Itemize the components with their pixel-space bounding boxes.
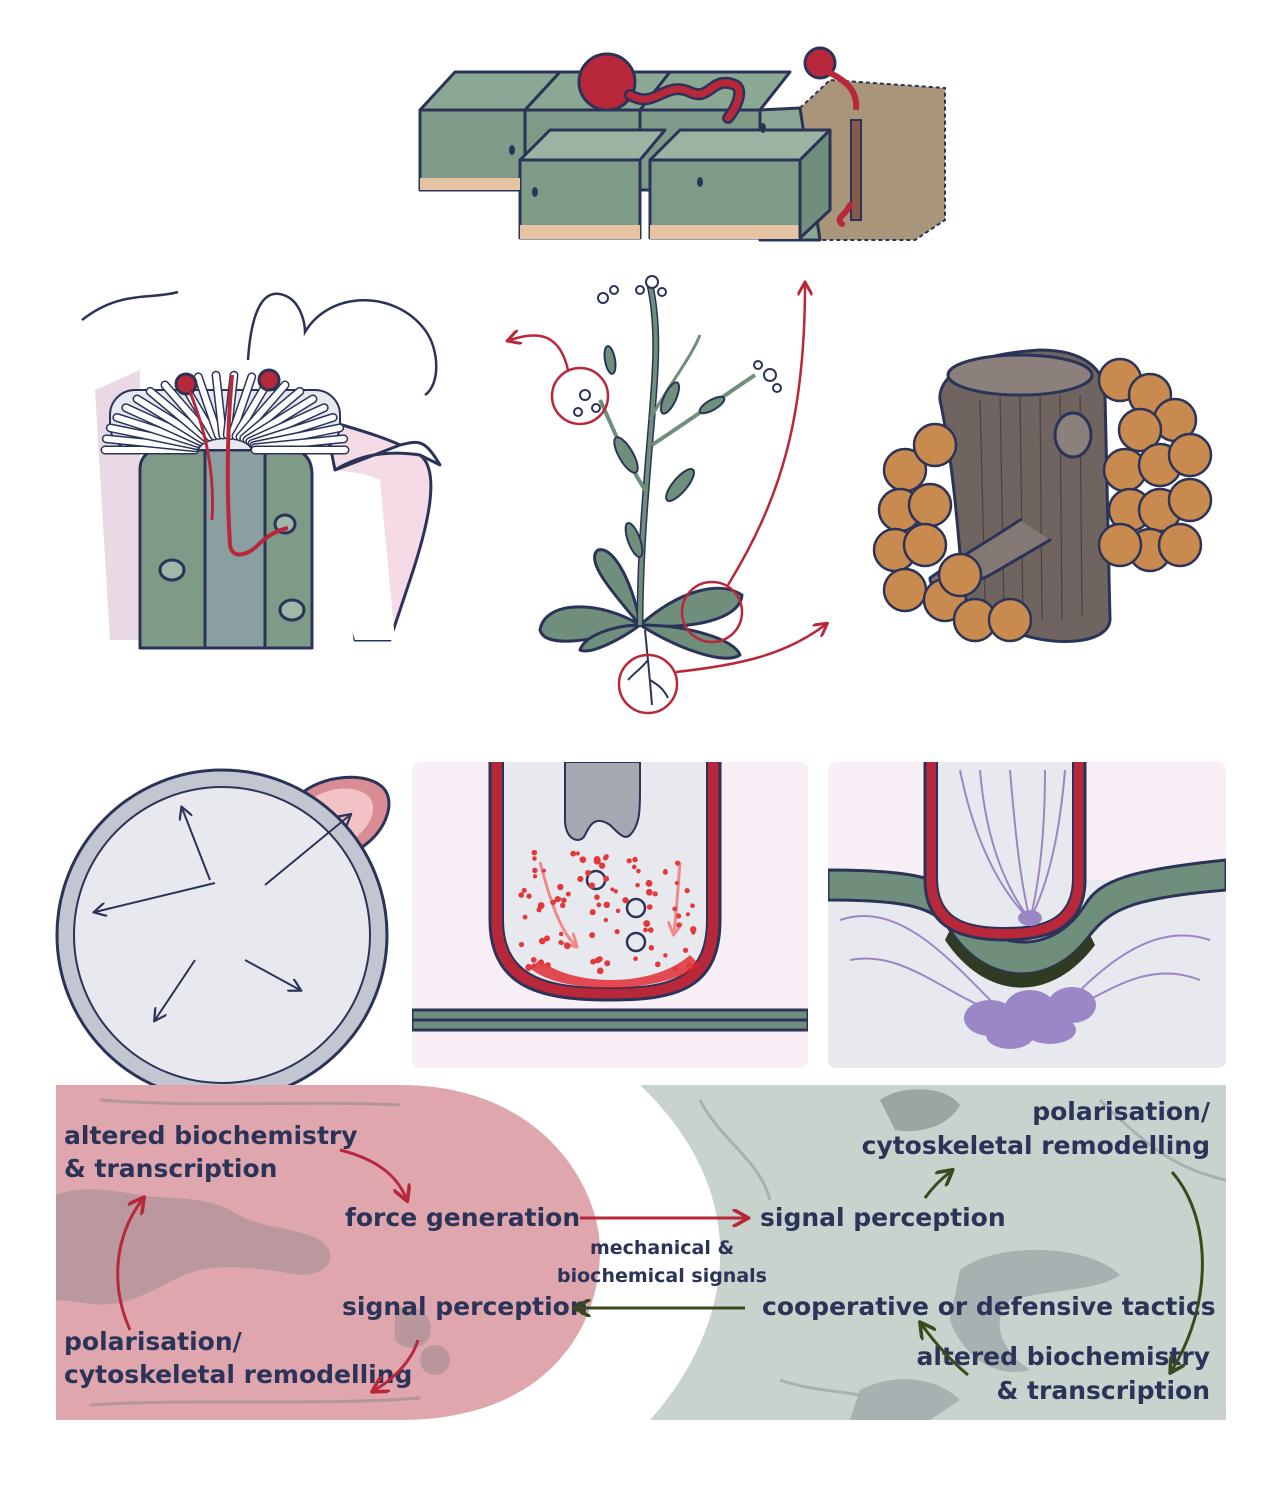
host-cell-shape [640, 1085, 1226, 1420]
fungal-spore-cluster [872, 357, 1213, 643]
right-top-label-line1: polarisation/ [1032, 1097, 1211, 1126]
host-penetration-panel [828, 762, 1226, 1068]
left-top-label-line1: altered biochemistry [64, 1121, 358, 1150]
root-colonisation-illustration [872, 348, 1213, 643]
tactics-label: cooperative or defensive tactics [762, 1292, 1216, 1321]
arrow-perception-to-polarisation [375, 1339, 420, 1390]
right-bottom-label-line1: altered biochemistry [916, 1342, 1210, 1371]
left-signal-perception-label: signal perception [342, 1292, 588, 1321]
arrow-polarisation-to-biochem-host [1172, 1171, 1204, 1370]
appressorium-force-panel [412, 762, 808, 1068]
arrow-perception-to-polarisation-host [923, 1172, 950, 1199]
arrow-polarisation-to-biochem [116, 1200, 142, 1331]
left-bottom-label-line2: cytoskeletal remodelling [64, 1360, 412, 1389]
signalling-schematic: altered biochemistry & transcription for… [56, 1085, 1227, 1420]
signals-label-line2: biochemical signals [557, 1265, 767, 1287]
force-generation-label: force generation [345, 1203, 580, 1232]
arrow-biochem-to-tactics [922, 1325, 969, 1377]
right-bottom-label-line2: & transcription [997, 1376, 1210, 1405]
right-top-label-line2: cytoskeletal remodelling [862, 1131, 1210, 1160]
arrow-biochem-to-force [339, 1148, 406, 1198]
left-top-label-line2: & transcription [64, 1154, 277, 1183]
right-signal-perception-label: signal perception [760, 1203, 1006, 1232]
left-bottom-label-line1: polarisation/ [64, 1327, 243, 1356]
signals-label-line1: mechanical & [590, 1237, 734, 1259]
arabidopsis-plant-illustration [510, 275, 825, 715]
turgor-pressure-illustration [55, 768, 391, 1102]
leaf-epidermis-illustration [418, 46, 946, 242]
flower-stigma-illustration [81, 290, 442, 650]
